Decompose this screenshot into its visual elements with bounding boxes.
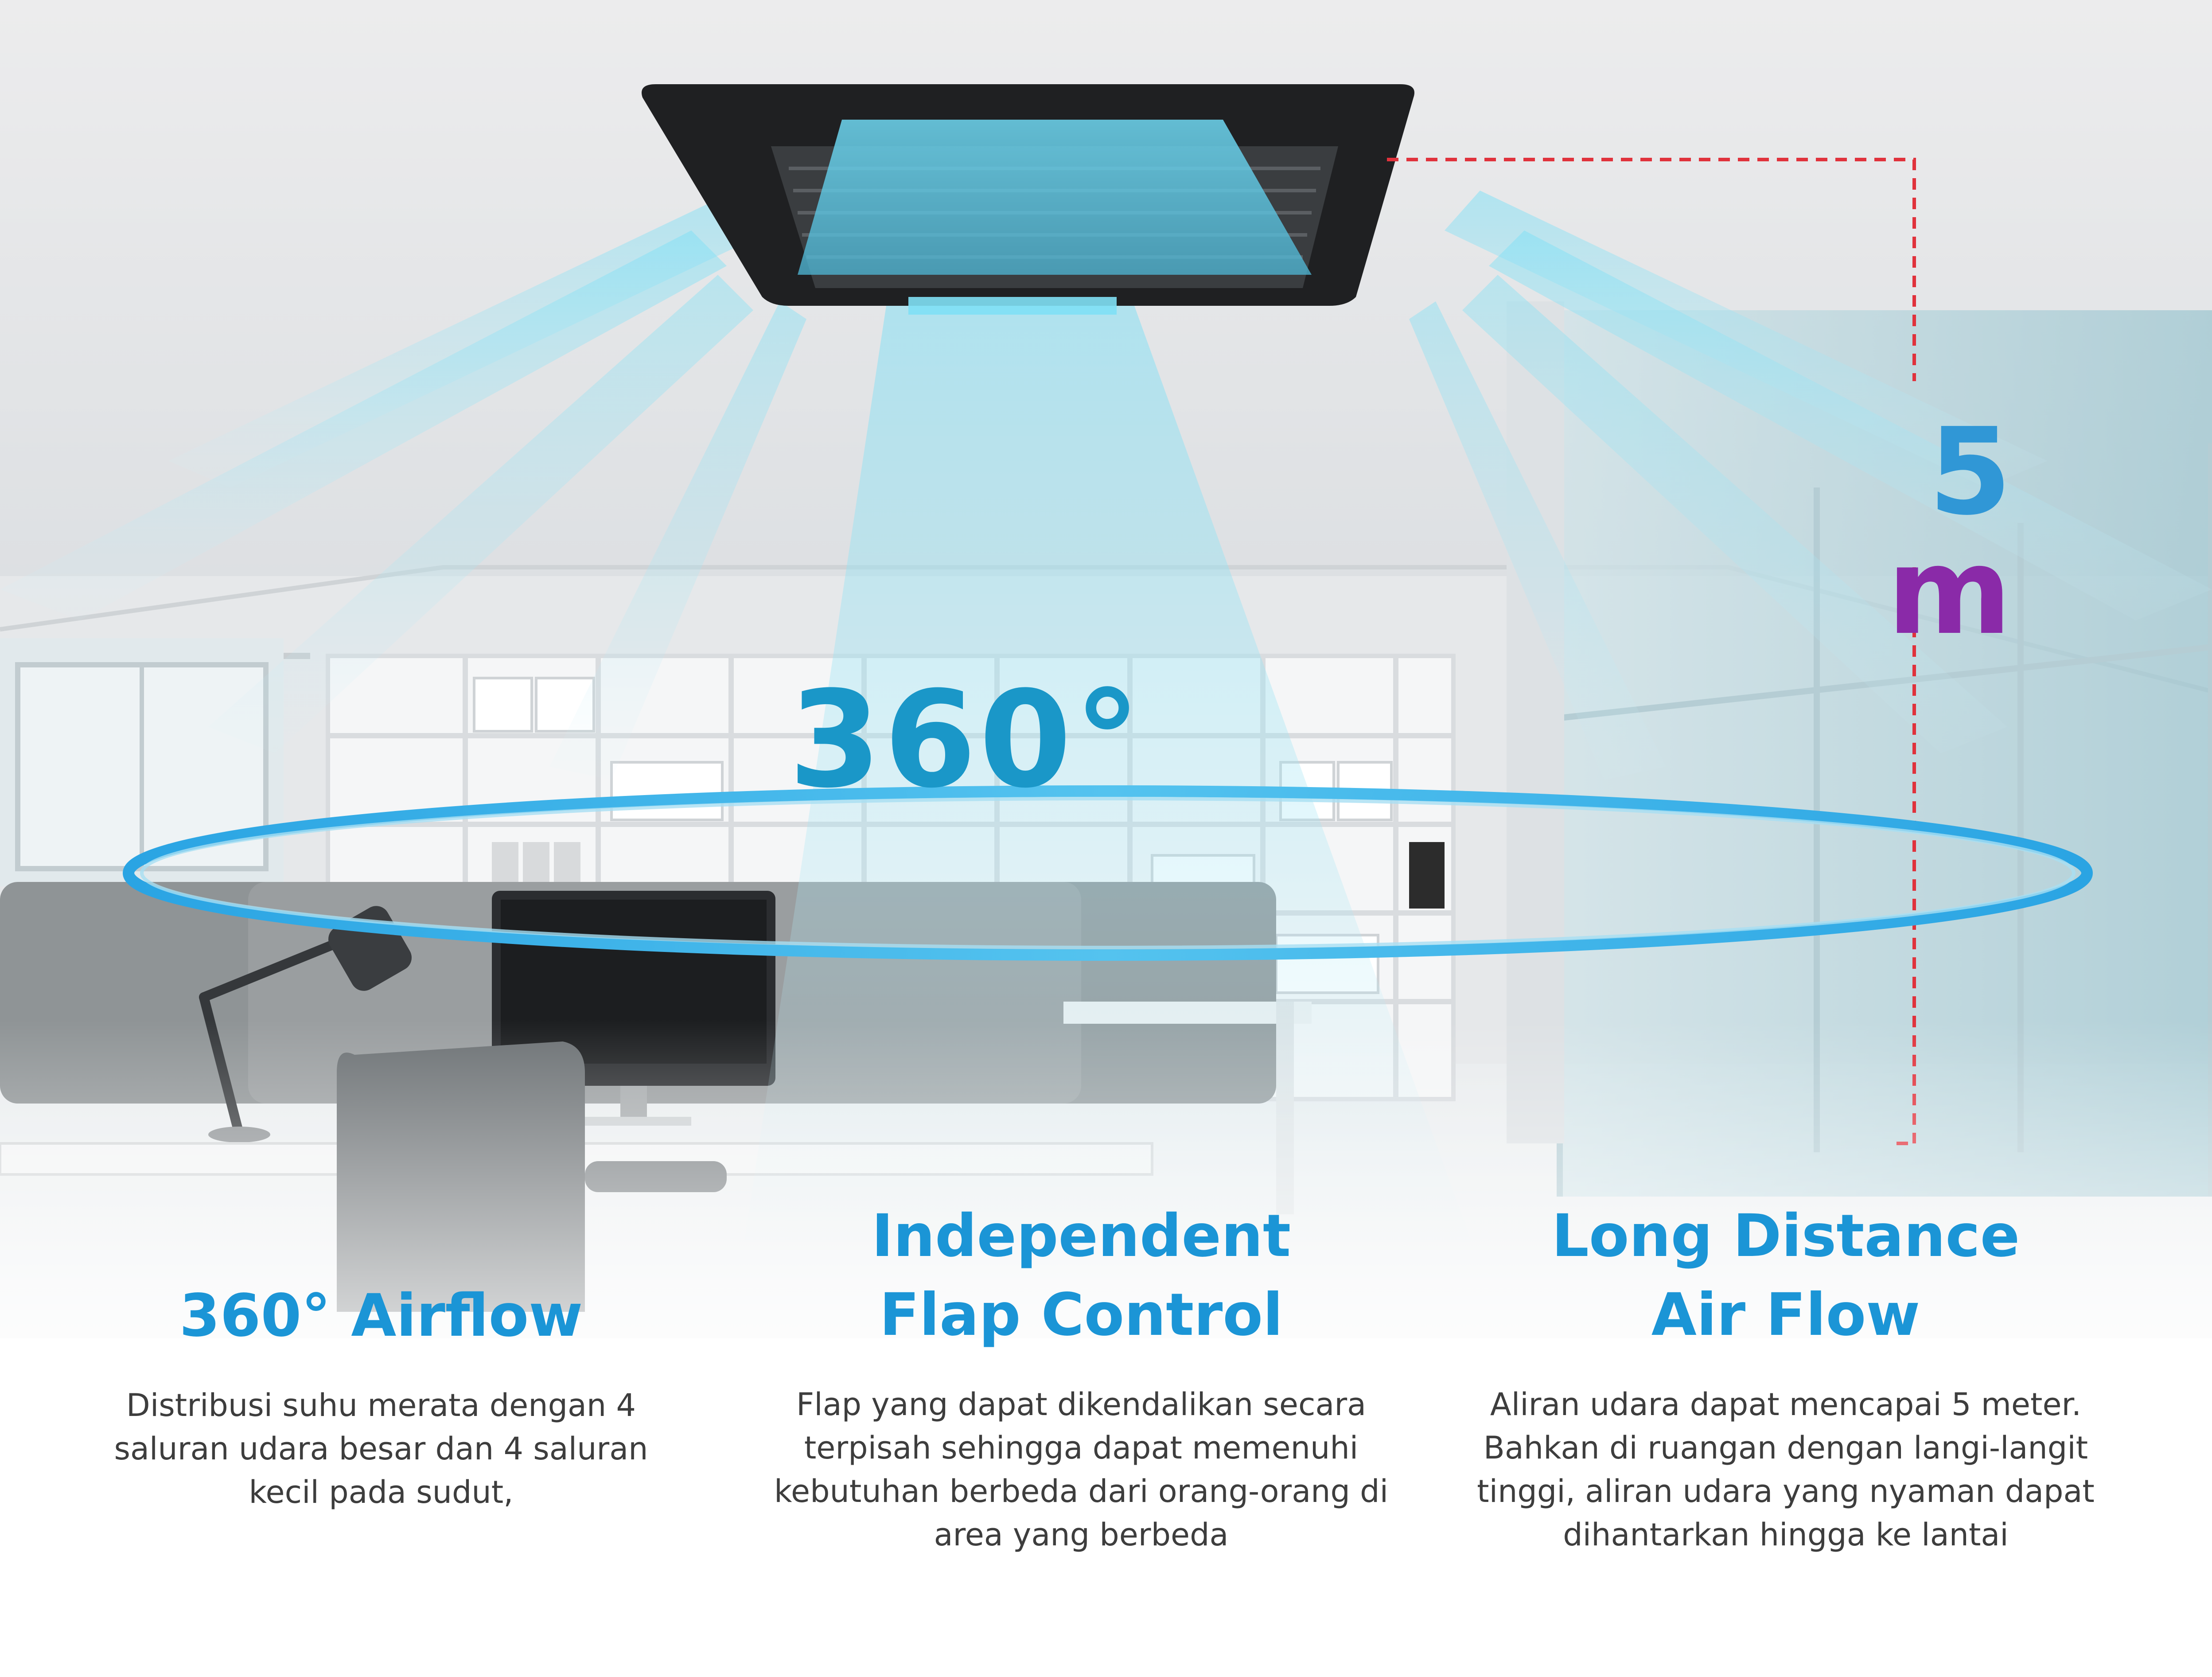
- feature-independent-flap-control: Independent Flap Control Flap yang dapat…: [753, 1197, 1409, 1556]
- feature-title-line: Air Flow: [1651, 1281, 1920, 1349]
- feature-description-line: Distribusi suhu merata dengan 4: [126, 1387, 636, 1424]
- feature-description-line: kecil pada sudut,: [249, 1474, 514, 1510]
- feature-description-line: dihantarkan hingga ke lantai: [1563, 1517, 2009, 1553]
- angle-360-label: 360°: [789, 663, 1144, 817]
- feature-description-line: tinggi, aliran udara yang nyaman dapat: [1477, 1473, 2095, 1509]
- feature-description: Flap yang dapat dikendalikan secara terp…: [753, 1383, 1409, 1556]
- feature-title-line: Independent: [871, 1202, 1291, 1270]
- feature-title-line: Long Distance: [1551, 1202, 2020, 1270]
- feature-title-line: 360° Airflow: [179, 1282, 583, 1350]
- feature-description: Aliran udara dapat mencapai 5 meter. Bah…: [1453, 1383, 2118, 1556]
- feature-description: Distribusi suhu merata dengan 4 saluran …: [80, 1384, 682, 1514]
- height-5m-label: 5m: [1808, 412, 2012, 651]
- height-number: 5: [1928, 402, 2012, 542]
- feature-title: Long Distance Air Flow: [1453, 1197, 2118, 1354]
- feature-description-line: Flap yang dapat dikendalikan secara: [796, 1386, 1366, 1423]
- feature-description-line: area yang berbeda: [934, 1517, 1229, 1553]
- feature-360-airflow: 360° Airflow Distribusi suhu merata deng…: [80, 1276, 682, 1514]
- feature-description-line: Aliran udara dapat mencapai 5 meter.: [1490, 1386, 2082, 1423]
- feature-title-line: Flap Control: [879, 1281, 1283, 1349]
- feature-title: 360° Airflow: [80, 1276, 682, 1355]
- feature-long-distance-air-flow: Long Distance Air Flow Aliran udara dapa…: [1453, 1197, 2118, 1556]
- feature-description-line: Bahkan di ruangan dengan langi-langit: [1483, 1430, 2088, 1466]
- feature-description-line: terpisah sehingga dapat memenuhi: [804, 1430, 1359, 1466]
- height-unit: m: [1887, 522, 2012, 661]
- feature-description-line: saluran udara besar dan 4 saluran: [114, 1431, 648, 1467]
- feature-title: Independent Flap Control: [753, 1197, 1409, 1354]
- feature-description-line: kebutuhan berbeda dari orang-orang di: [774, 1473, 1389, 1509]
